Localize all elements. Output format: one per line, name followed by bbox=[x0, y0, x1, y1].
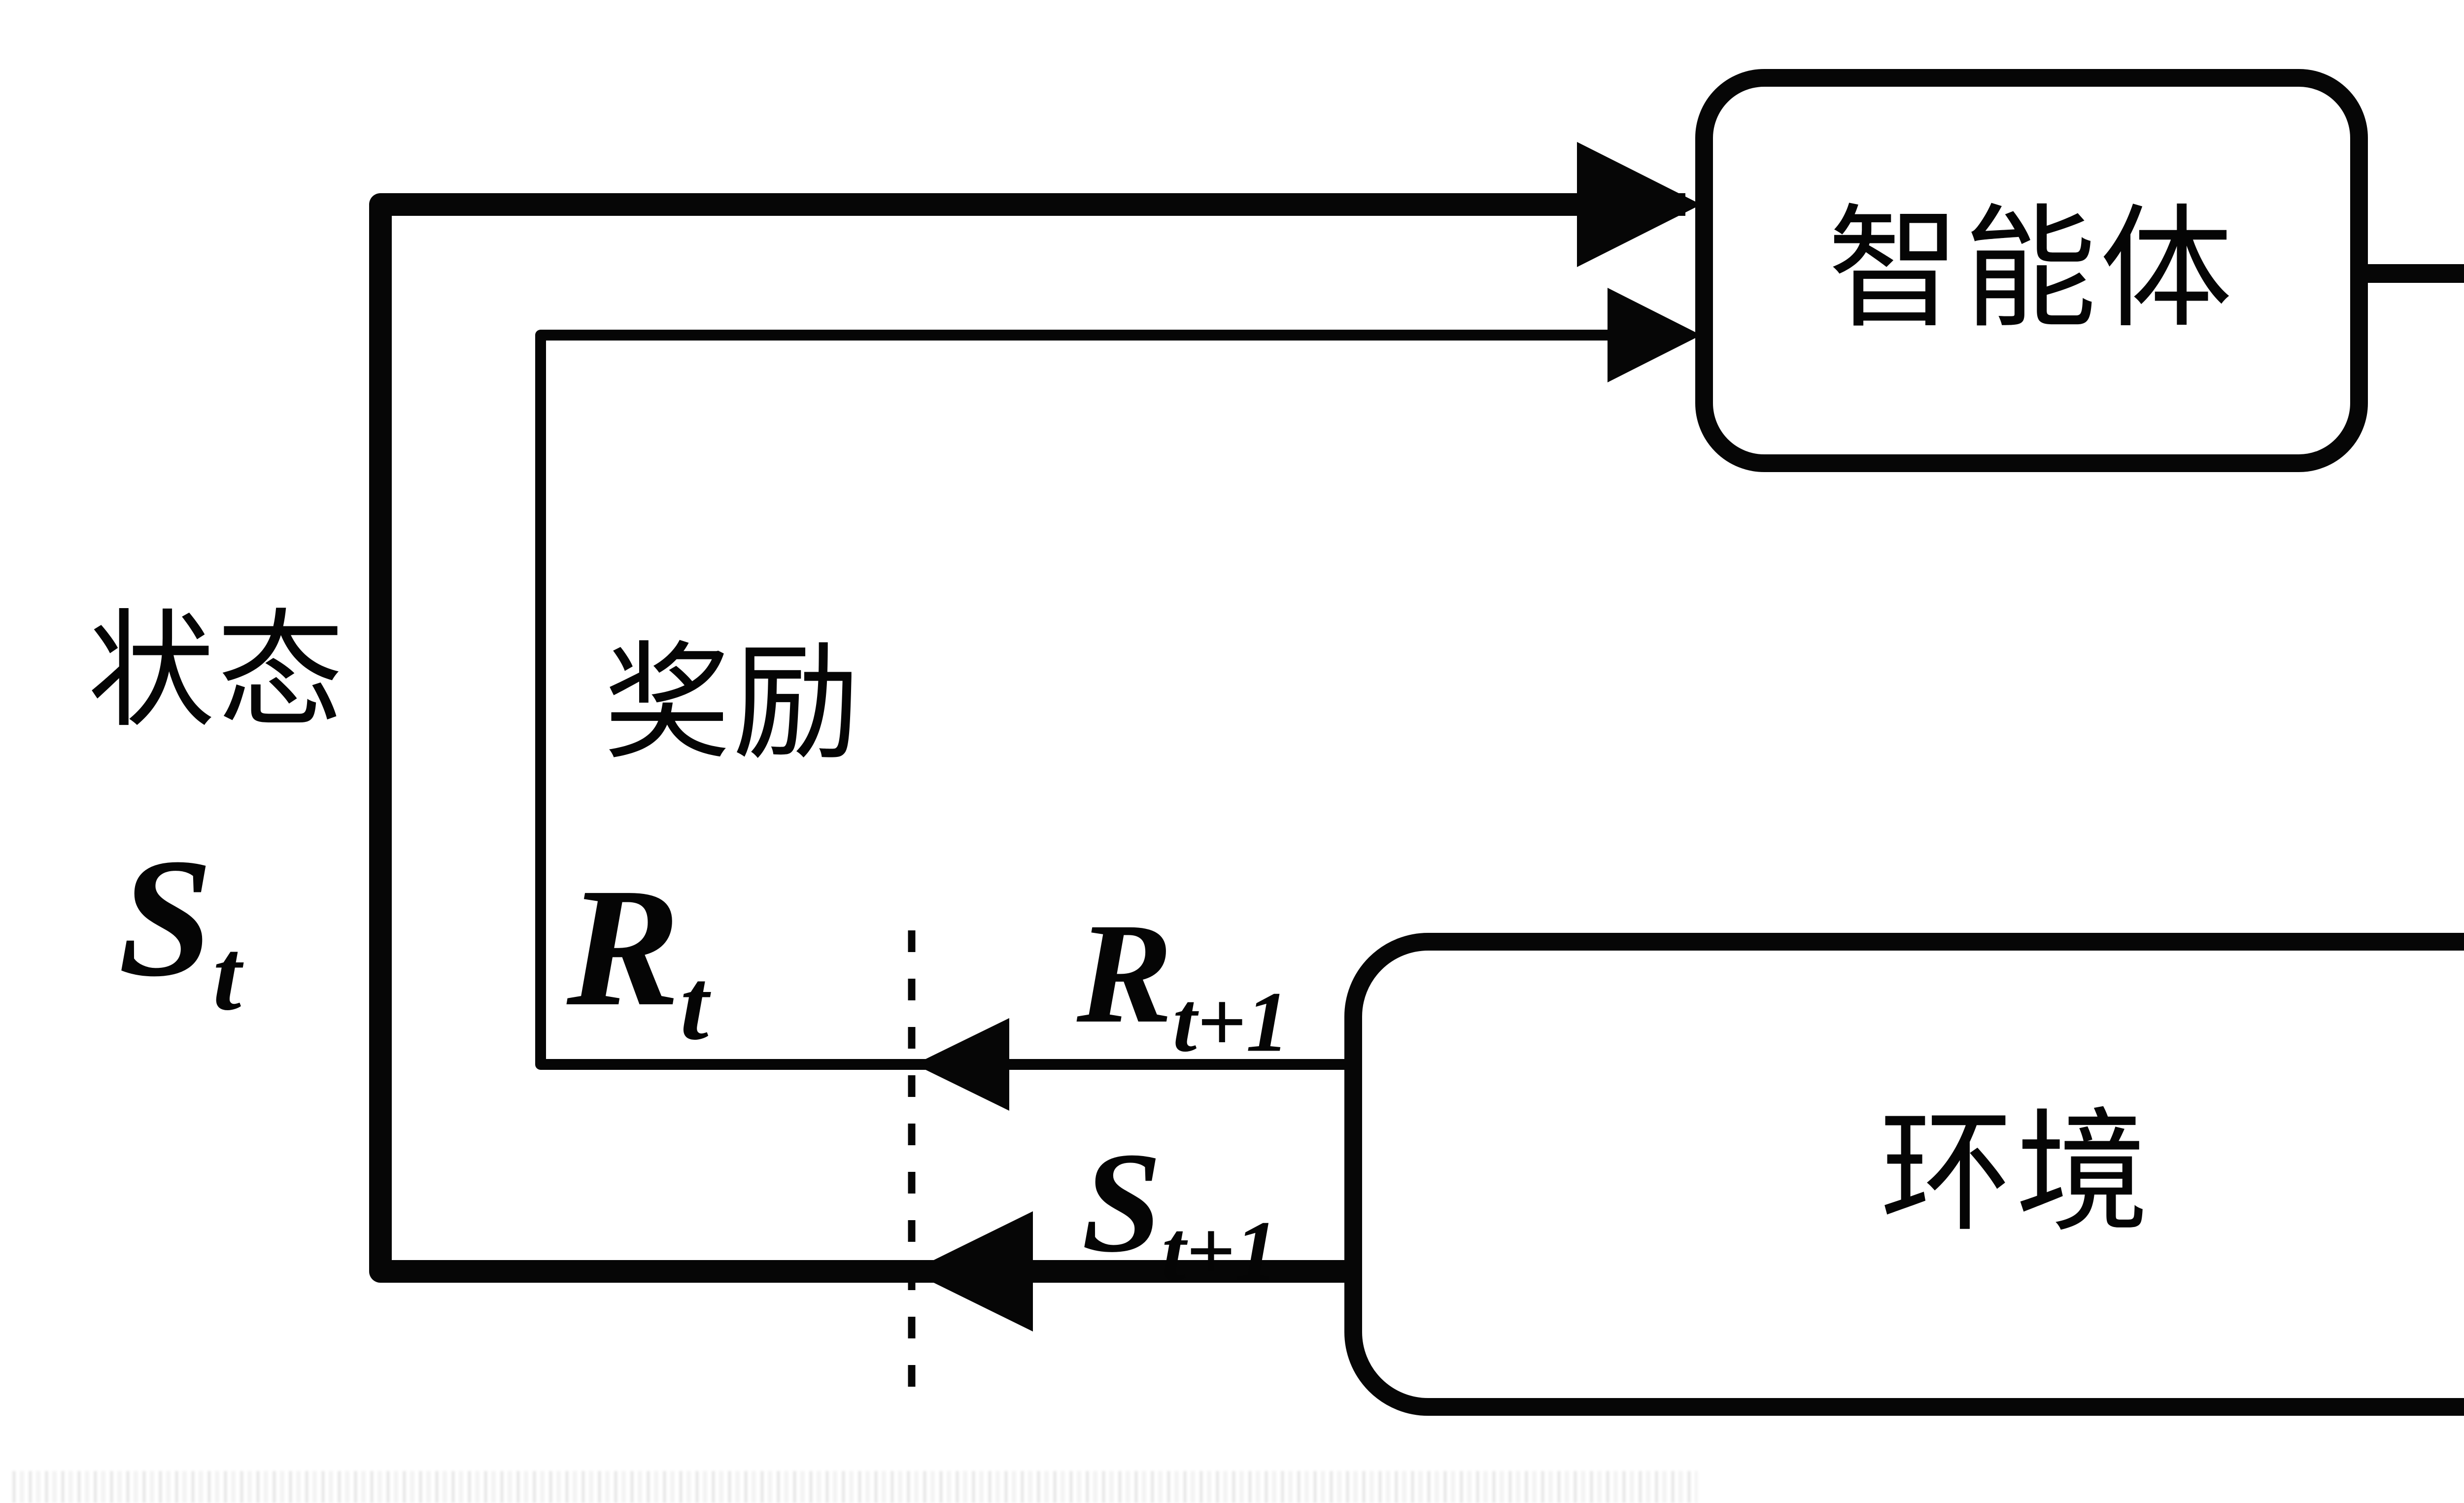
state-into-agent-arrowhead-icon bbox=[1577, 142, 1701, 267]
next-state-symbol-subscript: t+1 bbox=[1162, 1203, 1278, 1299]
reward-into-agent-arrowhead-icon bbox=[1608, 288, 1701, 382]
next-state-symbol-base: S bbox=[1082, 1123, 1162, 1282]
next-reward-symbol-subscript: t+1 bbox=[1172, 974, 1289, 1070]
state-symbol-subscript: t bbox=[212, 919, 241, 1031]
reward-symbol-base: R bbox=[567, 853, 681, 1041]
state-label: 状态 bbox=[88, 602, 346, 743]
environment-label: 环境 bbox=[1880, 1100, 2152, 1248]
reward-symbol: Rt bbox=[567, 862, 709, 1056]
reward-symbol-subscript: t bbox=[680, 948, 709, 1061]
state-loop-line bbox=[369, 193, 1685, 1283]
agent-label: 智能体 bbox=[1827, 197, 2236, 344]
next-state-arrowhead-icon bbox=[911, 1211, 1033, 1332]
state-symbol-base: S bbox=[118, 823, 213, 1012]
next-reward-symbol-base: R bbox=[1077, 894, 1173, 1053]
next-state-symbol: St+1 bbox=[1082, 1131, 1278, 1295]
state-symbol: St bbox=[118, 833, 241, 1026]
agent-box: 智能体 bbox=[1695, 69, 2368, 472]
cutoff-caption-remnant bbox=[12, 1471, 1698, 1503]
next-reward-arrowhead-icon bbox=[915, 1018, 1009, 1111]
reward-label: 奖励 bbox=[604, 634, 862, 775]
environment-box: 环境 bbox=[1344, 933, 2464, 1416]
next-reward-symbol: Rt+1 bbox=[1077, 902, 1289, 1065]
